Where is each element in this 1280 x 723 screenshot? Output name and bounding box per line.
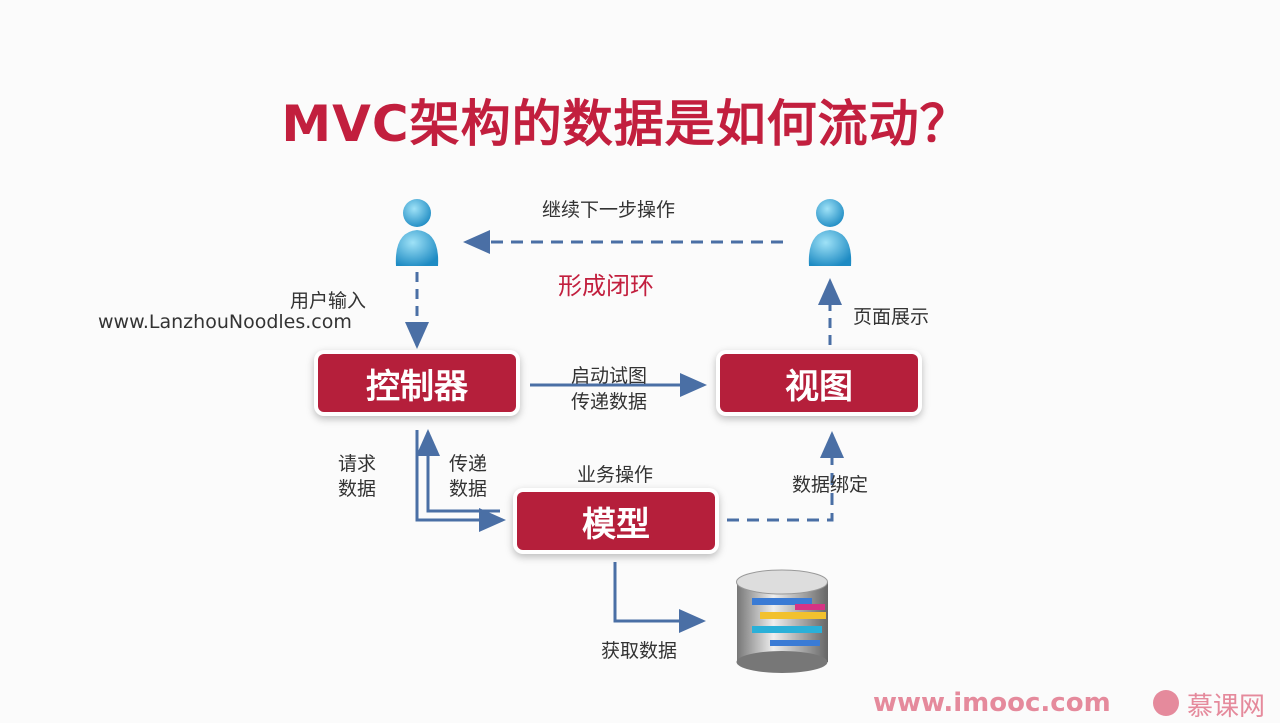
imooc-logo-icon [1153, 690, 1179, 716]
label-request-2: 数据 [338, 478, 377, 500]
label-start-view: 启动试图 [571, 365, 648, 387]
footer-brand: 慕课网 [1187, 692, 1266, 722]
label-continue: 继续下一步操作 [542, 199, 676, 221]
label-page-display: 页面展示 [853, 306, 930, 328]
label-fetch: 获取数据 [601, 640, 678, 662]
user-icon-right [808, 199, 852, 266]
controller-node: 控制器 [318, 354, 516, 412]
label-binding: 数据绑定 [792, 474, 869, 496]
label-business: 业务操作 [577, 464, 654, 486]
model-node: 模型 [517, 492, 715, 550]
view-node: 视图 [720, 354, 918, 412]
footer-site: www.imooc.com [873, 688, 1111, 718]
label-request-1: 请求 [338, 453, 377, 475]
database-icon [736, 569, 828, 673]
label-closed-loop: 形成闭环 [558, 272, 654, 300]
label-pass-2: 数据 [449, 478, 488, 500]
label-user-input: 用户输入 [290, 290, 367, 312]
watermark-text: www.LanzhouNoodles.com [98, 311, 352, 333]
user-icon-left [395, 199, 439, 266]
slide-title: MVC架构的数据是如何流动？ [281, 95, 971, 153]
label-pass-data: 传递数据 [571, 391, 648, 413]
label-pass-1: 传递 [449, 453, 488, 475]
